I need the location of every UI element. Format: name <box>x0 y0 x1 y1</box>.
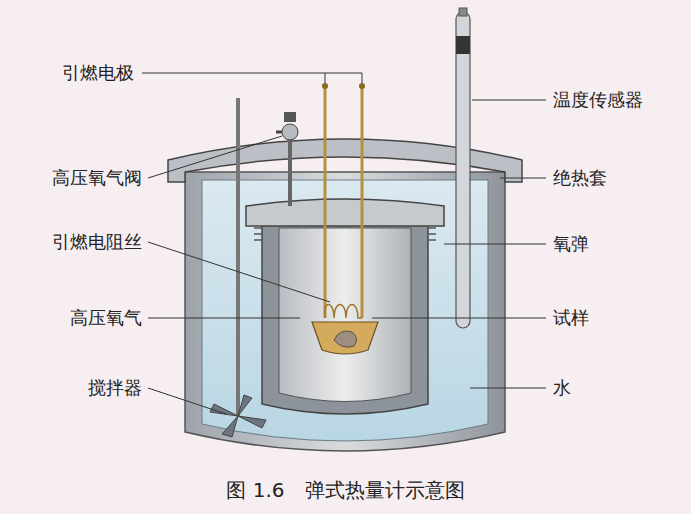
stirrer-rod <box>236 98 240 416</box>
ignition-electrode <box>324 86 327 318</box>
sample <box>334 331 357 347</box>
bomb-lid <box>246 199 444 226</box>
part-label: 绝热套 <box>553 167 607 189</box>
crucible <box>312 322 378 354</box>
ignition-wire <box>325 305 362 319</box>
electrode-tip <box>359 83 365 89</box>
bomb-thread <box>254 228 436 240</box>
part-label: 引燃电极 <box>62 62 134 84</box>
electrode-tip <box>322 83 328 89</box>
oxygen-valve <box>282 124 298 140</box>
valve-knob <box>284 112 296 122</box>
stirrer-blade <box>210 395 266 437</box>
valve-pipe <box>288 132 292 206</box>
part-label: 高压氧气 <box>70 307 142 329</box>
part-label: 引燃电阻丝 <box>52 231 142 253</box>
part-label: 高压氧气阀 <box>52 167 142 189</box>
figure-caption: 图 1.6 弹式热量计示意图 <box>226 477 464 503</box>
valve-stem <box>276 131 282 134</box>
sensor-cap <box>459 8 467 16</box>
part-label: 试样 <box>553 307 589 329</box>
sensor-band <box>456 36 470 54</box>
part-label: 温度传感器 <box>553 89 643 111</box>
ignition-electrode <box>361 86 364 318</box>
part-label: 氧弹 <box>553 233 589 255</box>
part-label: 水 <box>553 377 571 399</box>
leader-lines <box>142 73 546 414</box>
temperature-sensor <box>456 12 470 328</box>
bomb-chamber <box>279 228 411 402</box>
water <box>202 180 488 441</box>
part-label: 搅拌器 <box>88 377 142 399</box>
